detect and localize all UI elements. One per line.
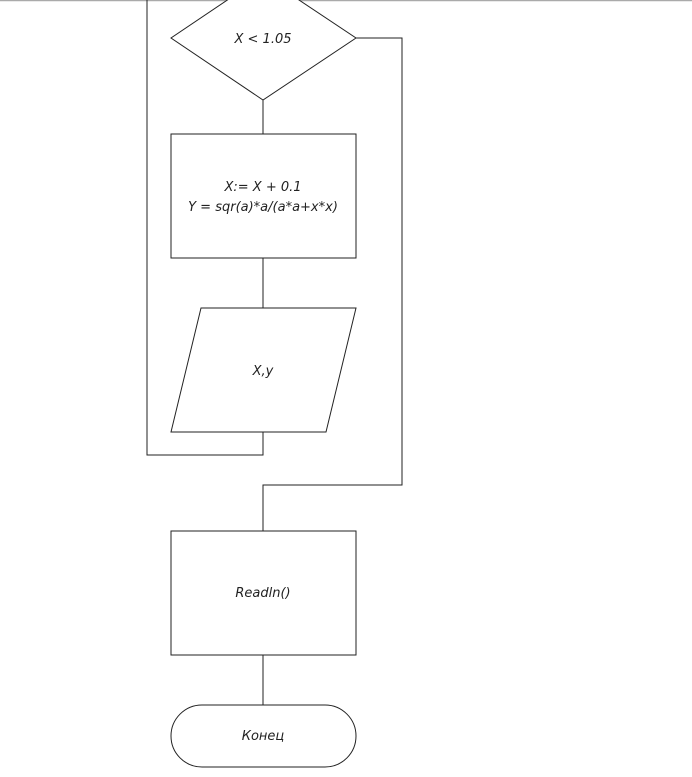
output-label: X,y	[252, 364, 274, 379]
loop-back-connector	[146, 0, 264, 456]
process-block	[170, 133, 357, 259]
readln-label: Readln()	[235, 586, 290, 601]
process-line-1: X:= X + 0.1	[223, 180, 301, 195]
output-parallelogram	[170, 307, 357, 433]
end-terminal	[170, 704, 357, 768]
condition-label: X < 1.05	[233, 32, 291, 47]
decision-diamond	[170, 0, 357, 101]
end-label: Конец	[242, 729, 285, 744]
exit-connector	[262, 37, 403, 531]
process-line-2: Y = sqr(a)*a/(a*a+x*x)	[188, 200, 338, 215]
readln-block	[170, 530, 357, 656]
